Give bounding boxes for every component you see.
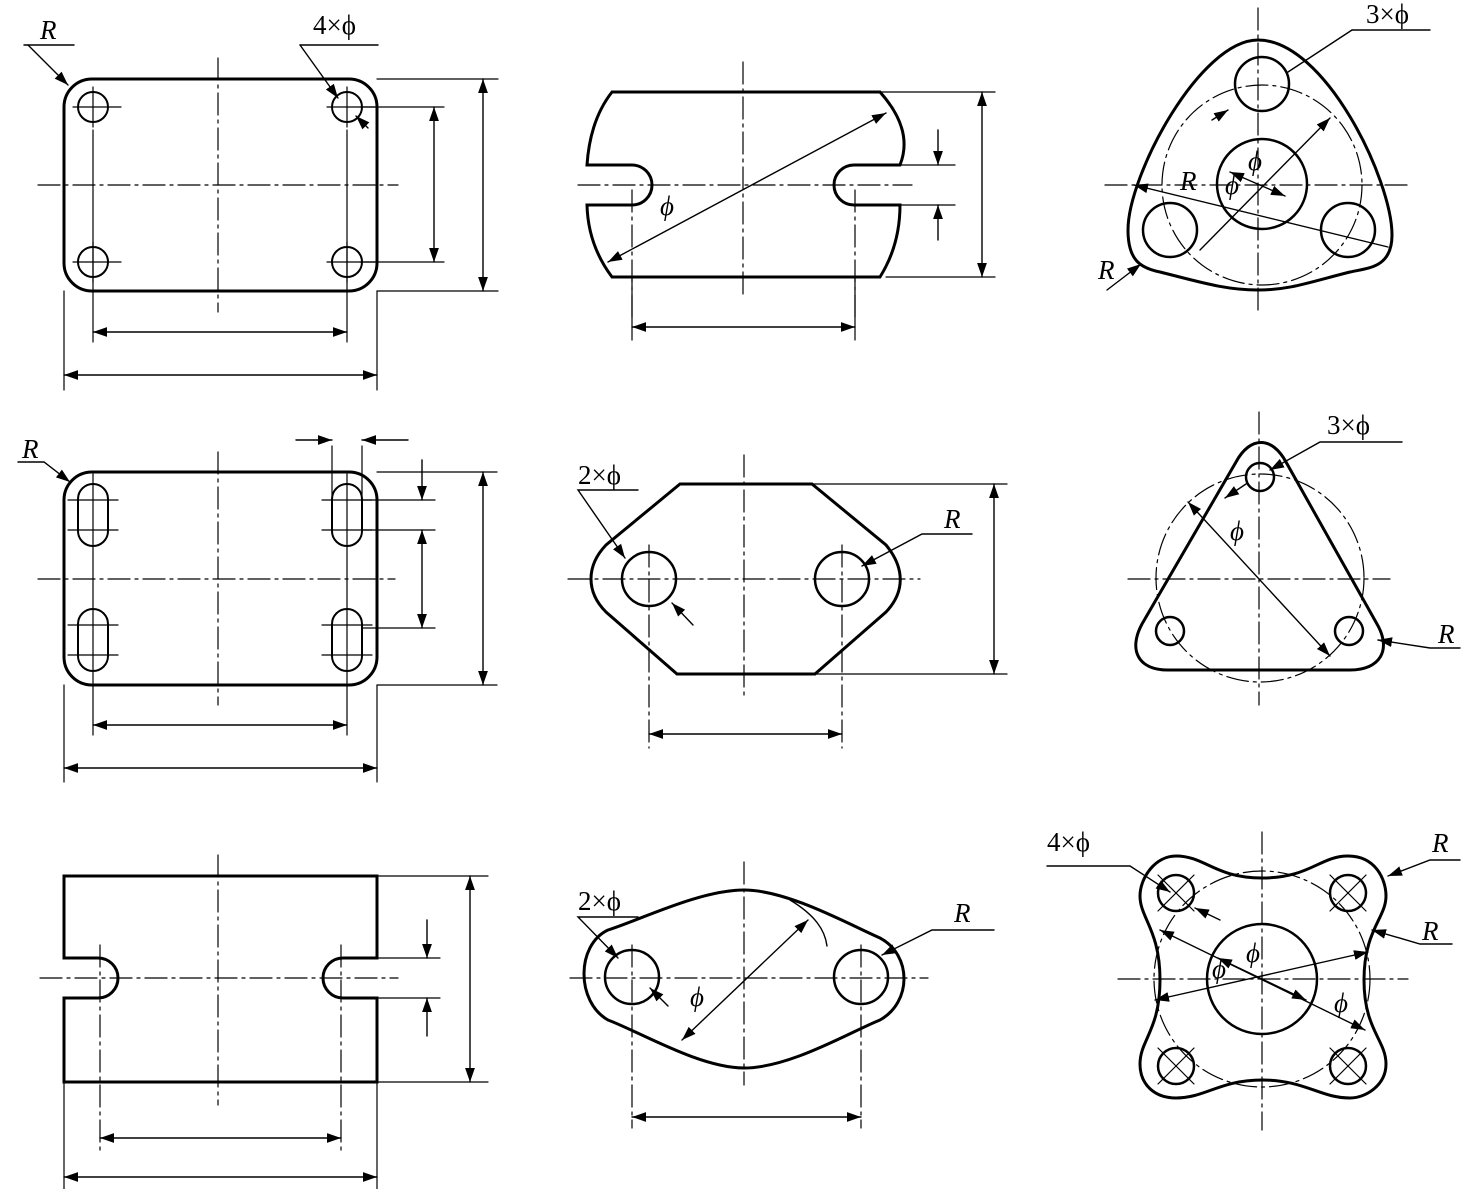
flange-outline	[1134, 441, 1385, 672]
hole	[1156, 873, 1196, 913]
hole-count-label: 2×ϕ	[578, 460, 621, 490]
hole	[1328, 1046, 1368, 1086]
diameter-label: ϕ	[1334, 988, 1348, 1018]
hole	[1154, 615, 1186, 647]
leaders	[23, 44, 379, 130]
hole	[1244, 461, 1276, 493]
hole	[1333, 615, 1365, 647]
hole-count-label: 4×ϕ	[1047, 827, 1090, 857]
hole-count-label: 4×ϕ	[313, 10, 356, 40]
figure-small-triangular-flange	[1127, 411, 1461, 706]
diameter-label: ϕ	[1212, 954, 1226, 984]
figure-oval-flange	[569, 861, 995, 1129]
hole	[1328, 873, 1368, 913]
hole	[1233, 55, 1291, 113]
radius-label: R	[1437, 619, 1455, 649]
center-lines	[37, 57, 399, 313]
radius-label: R	[1421, 916, 1439, 946]
plate-outline	[62, 77, 379, 293]
figure-square-flange	[1046, 831, 1461, 1131]
diameter-label: ϕ	[1246, 938, 1260, 968]
annotation-labels: R 4×ϕ ϕ 3×ϕ ϕ R ϕ R R 2×ϕ R 3×ϕ ϕ R 2×ϕ …	[21, 0, 1455, 1018]
diameter-label: ϕ	[1230, 516, 1244, 546]
radius-label: R	[953, 898, 971, 928]
diameter-label: ϕ	[690, 982, 704, 1012]
radius-label: R	[1097, 255, 1115, 285]
diameter-label: ϕ	[1248, 146, 1262, 176]
plate-outline	[62, 470, 379, 687]
figure-plate-four-slots	[17, 435, 498, 783]
figure-triangular-flange	[1104, 7, 1431, 311]
hole	[1156, 1046, 1196, 1086]
dimension-lines	[63, 78, 488, 380]
radius-label: R	[1179, 166, 1197, 196]
figure-hex-flange	[567, 454, 1008, 749]
center-hole	[1215, 137, 1309, 231]
figure-plate-four-holes	[23, 44, 499, 391]
hole-count-label: 2×ϕ	[578, 886, 621, 916]
pitch-circle	[1155, 473, 1365, 683]
hole	[1319, 201, 1377, 259]
radius-label: R	[943, 504, 961, 534]
diameter-label: ϕ	[660, 191, 674, 221]
figure-slotted-disc	[577, 61, 996, 341]
diameter-label: ϕ	[1225, 170, 1239, 200]
radius-label: R	[21, 434, 39, 464]
radius-label: R	[1431, 828, 1449, 858]
hole-count-label: 3×ϕ	[1327, 410, 1370, 440]
hole-count-label: 3×ϕ	[1366, 0, 1409, 29]
radius-label: R	[39, 15, 57, 45]
figure-slotted-block	[39, 854, 489, 1189]
part-outline	[62, 874, 379, 1084]
hole	[1141, 201, 1199, 259]
